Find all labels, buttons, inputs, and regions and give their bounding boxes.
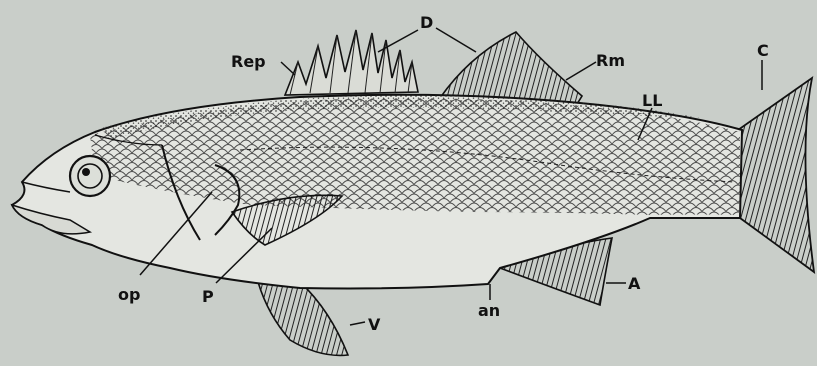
label-rep: Rep [231,52,266,71]
label-p: P [202,287,214,306]
label-op: op [118,285,140,304]
label-ll: LL [642,91,662,110]
spiny-dorsal-fin [285,30,418,95]
fish-body [12,95,742,289]
label-c: C [757,41,769,60]
pelvic-fin [258,282,348,355]
label-a: A [628,274,641,293]
label-v: V [368,315,381,334]
caudal-fin [738,78,814,272]
label-rm: Rm [596,51,625,70]
label-an: an [478,301,500,320]
label-d: D [420,13,433,32]
